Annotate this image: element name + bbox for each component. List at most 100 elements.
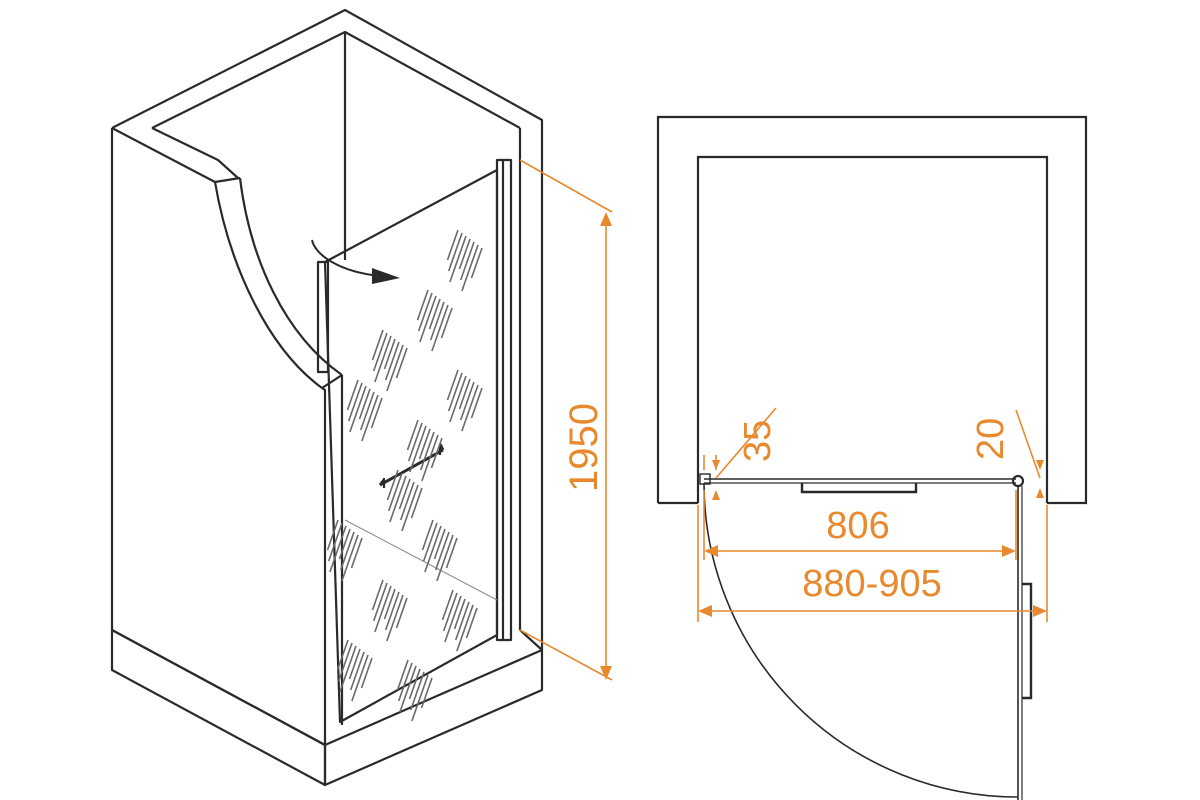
left-profile-label: 35: [737, 420, 779, 462]
opening-range-label: 880-905: [802, 563, 941, 605]
glass-hatch-stroke: [395, 597, 408, 629]
plan-handle: [800, 483, 918, 494]
glass-hatch-stroke: [449, 375, 467, 423]
glass-hatch-stroke: [396, 659, 409, 691]
glass-hatch-stroke: [417, 292, 433, 332]
glass-hatch-stroke: [358, 388, 371, 420]
dim806-arrow-left: [704, 545, 718, 557]
dim20-arrow1: [1036, 460, 1044, 470]
glass-hatch-stroke: [447, 232, 463, 272]
glass-hatch-stroke: [397, 662, 413, 702]
glass-hatch-stroke: [424, 525, 442, 573]
glass-hatch-stroke: [421, 434, 439, 482]
glass-hatch-stroke: [329, 525, 347, 573]
glass-hatch-stroke: [416, 289, 429, 321]
glass-hatch-stroke: [442, 592, 458, 632]
iso-base-left-face: [110, 628, 327, 787]
dim35-leader: [715, 407, 777, 479]
glass-hatch-stroke: [461, 384, 479, 432]
height-ext-top: [519, 159, 613, 213]
glass-hatch-stroke: [350, 537, 363, 569]
glass-hatch-stroke: [419, 431, 435, 471]
glass-hatch-stroke: [434, 531, 450, 571]
glass-hatch-stroke: [408, 668, 421, 700]
glass-hatch-stroke: [465, 607, 478, 639]
door-width-label: 806: [826, 505, 889, 547]
glass-hatch-stroke: [337, 642, 353, 682]
plan-view: [656, 115, 1088, 800]
glass-hatch-stroke: [383, 338, 396, 370]
plan-left-profile: [699, 473, 711, 485]
glass-hatch-stroke: [386, 344, 404, 392]
glass-hatch-stroke: [399, 665, 417, 713]
plan-walls-outer: [656, 115, 1088, 505]
height-dimension: [519, 159, 613, 681]
glass-hatch-stroke: [338, 528, 351, 560]
dim880-arrow-right: [1033, 605, 1047, 617]
glass-hatch-stroke: [349, 651, 365, 691]
glass-hatch-stroke: [447, 372, 463, 412]
isometric-view: [110, 8, 544, 787]
glass-hatch-stroke: [348, 648, 361, 680]
glass-hatch-stroke: [454, 601, 470, 641]
right-profile-label: 20: [970, 418, 1012, 460]
glass-hatch-stroke: [420, 677, 433, 709]
glass-hatch-stroke: [327, 522, 343, 562]
iso-base-right-face: [323, 648, 544, 787]
glass-hatch-stroke: [446, 369, 459, 401]
dim806-arrow-right: [1002, 545, 1016, 557]
height-arrow-bottom: [600, 666, 612, 680]
glass-hatch-stroke: [374, 335, 392, 383]
glass-hatch-stroke: [440, 307, 453, 339]
glass-hatch-stroke: [410, 487, 423, 519]
glass-hatch-stroke: [351, 654, 369, 702]
height-ext-bottom: [519, 629, 613, 681]
glass-hatch-stroke: [419, 295, 437, 343]
glass-hatch-stroke: [421, 519, 434, 551]
iso-wall-edge: [321, 374, 343, 389]
glass-hatch-stroke: [453, 598, 466, 630]
glass-hatch-stroke: [441, 589, 454, 621]
glass-hatch-stroke: [422, 522, 438, 562]
glass-hatch-stroke: [371, 329, 384, 361]
dim20-arrow2: [1036, 488, 1044, 498]
glass-hatch-stroke: [458, 238, 471, 270]
iso-wall-curve-outer: [213, 181, 323, 389]
glass-hatch-stroke: [347, 382, 363, 422]
iso-left-wall-rim-front: [111, 127, 241, 184]
glass-hatch-stroke: [459, 381, 475, 421]
dim880-arrow-left: [698, 605, 712, 617]
glass-hatch-stroke: [349, 385, 367, 433]
glass-hatch-stroke: [444, 595, 462, 643]
glass-hatch-stroke: [461, 244, 479, 292]
glass-hatch-stroke: [346, 379, 359, 411]
glass-hatch-stroke: [436, 534, 454, 582]
glass-hatch-stroke: [399, 481, 415, 521]
glass-hatch-stroke: [409, 671, 425, 711]
glass-hatch-stroke: [430, 437, 443, 469]
glass-hatch-stroke: [370, 397, 383, 429]
dim35-arrow2: [712, 490, 720, 500]
glass-hatch-stroke: [341, 534, 359, 582]
plan-swing-arc: [703, 482, 1019, 798]
glass-hatch-stroke: [429, 301, 445, 341]
glass-hatch-stroke: [395, 347, 408, 379]
iso-right-wall-outer-link: [519, 629, 543, 651]
glass-hatch-stroke: [398, 478, 411, 510]
glass-hatching: [326, 229, 483, 722]
iso-left-wall-top: [111, 8, 544, 650]
glass-hatch-stroke: [336, 639, 349, 671]
glass-hatch-stroke: [372, 332, 388, 372]
glass-hatch-stroke: [374, 585, 392, 633]
glass-hatch-stroke: [428, 298, 441, 330]
glass-hatch-stroke: [407, 422, 423, 462]
glass-hatch-stroke: [449, 235, 467, 283]
glass-hatch-stroke: [411, 674, 429, 722]
glass-hatch-stroke: [372, 582, 388, 622]
dim20-leader: [1015, 409, 1041, 479]
iso-glass-door: [323, 168, 499, 724]
height-label: 1950: [562, 403, 606, 492]
plan-dimensions: [697, 407, 1048, 622]
